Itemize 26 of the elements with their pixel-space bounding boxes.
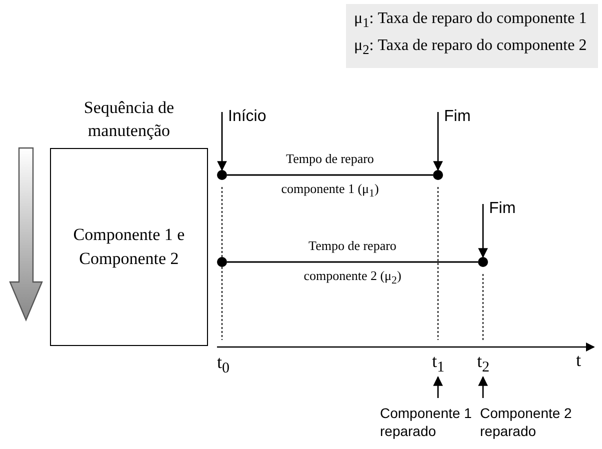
tick-label: t$_{1}$ bbox=[432, 351, 450, 377]
edge-label: Tempo de reparo componente 2 (μ$_{2}$) bbox=[302, 237, 402, 289]
section-heading: Sequência de manutenção bbox=[82, 97, 176, 142]
interval-line bbox=[227, 174, 433, 176]
marker-label: Fim bbox=[483, 200, 533, 226]
timeline-dot bbox=[433, 170, 443, 180]
note-text: μ$_{2}$: Taxa de reparo do componente 2 bbox=[354, 37, 587, 58]
arrow bbox=[478, 376, 488, 398]
note-text: μ$_{1}$: Taxa de reparo do componente 1 bbox=[354, 10, 587, 32]
arrow bbox=[433, 112, 443, 171]
tick-label: t$_{2}$ bbox=[477, 351, 495, 377]
arrow bbox=[433, 376, 443, 398]
box-text: Componente 1 e Componente 2 bbox=[72, 224, 186, 270]
timeline-dot bbox=[217, 257, 227, 267]
event-label: Componente 2 reparado bbox=[480, 398, 580, 442]
tick-label: t bbox=[576, 350, 582, 371]
arrow bbox=[478, 204, 488, 258]
marker-label: Início bbox=[222, 108, 282, 134]
tick-label: t$_{0}$ bbox=[217, 352, 230, 378]
timeline-dot bbox=[217, 170, 227, 180]
event-label: Componente 1 reparado bbox=[380, 398, 476, 442]
timeline-dot bbox=[478, 257, 488, 267]
interval-line bbox=[227, 261, 478, 263]
edge-label: Tempo de reparo componente 1 (μ$_{1}$) bbox=[280, 150, 380, 202]
marker-label: Fim bbox=[438, 108, 488, 134]
arrow bbox=[217, 112, 227, 171]
